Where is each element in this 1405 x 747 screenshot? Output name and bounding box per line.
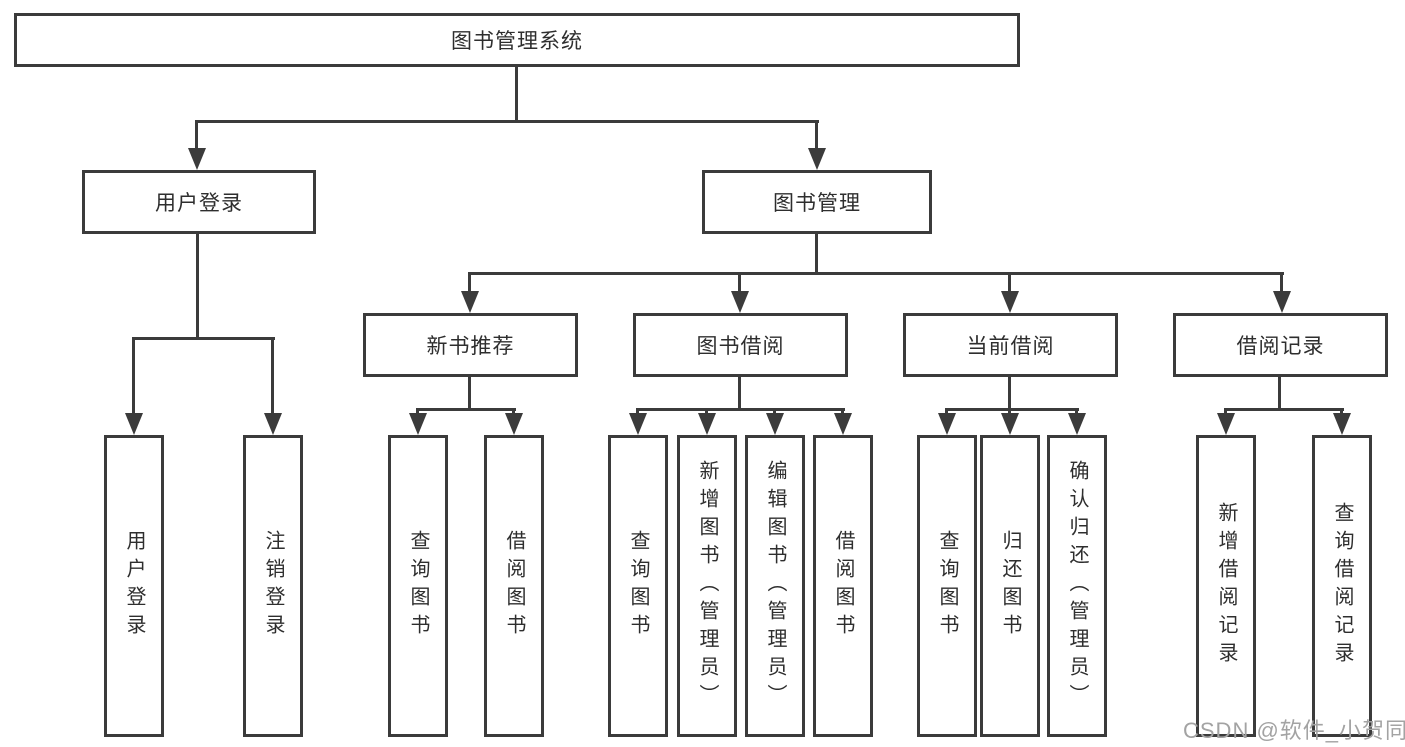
connector-line	[468, 272, 471, 291]
connector-line	[1008, 272, 1011, 291]
connector-line	[636, 408, 845, 411]
leaf-query-borrow-record: 查询借阅记录	[1312, 435, 1372, 737]
connector-line	[512, 408, 515, 414]
leaf-add-book-admin-label: 新增图书（管理员）	[696, 460, 718, 712]
connector-line	[1224, 408, 1227, 414]
leaf-return-book: 归还图书	[980, 435, 1040, 737]
leaf-query-borrow-record-label: 查询借阅记录	[1331, 502, 1353, 670]
leaf-user-login: 用户登录	[104, 435, 164, 737]
connector-line	[705, 408, 708, 414]
leaf-logout-login-label: 注销登录	[262, 530, 284, 642]
leaf-confirm-return-admin-label: 确认归还（管理员）	[1066, 460, 1088, 712]
leaf-query-book-recommend-label: 查询图书	[407, 530, 429, 642]
arrow-down-icon	[505, 413, 523, 435]
leaf-logout-login: 注销登录	[243, 435, 303, 737]
arrow-down-icon	[409, 413, 427, 435]
arrow-down-icon	[264, 413, 282, 435]
node-borrow-records-label: 借阅记录	[1236, 335, 1325, 358]
arrow-down-icon	[766, 413, 784, 435]
connector-line	[1340, 408, 1343, 414]
connector-line	[271, 337, 274, 413]
node-current-borrow: 当前借阅	[903, 313, 1118, 377]
leaf-confirm-return-admin: 确认归还（管理员）	[1047, 435, 1107, 737]
connector-line	[195, 120, 819, 123]
arrow-down-icon	[1273, 291, 1291, 313]
connector-line	[1008, 377, 1011, 408]
csdn-watermark: CSDN @软件_小贺同学	[1183, 718, 1405, 743]
node-book-management-label: 图书管理	[773, 192, 861, 215]
connector-line	[738, 377, 741, 408]
connector-line	[132, 337, 135, 413]
connector-line	[416, 408, 419, 414]
node-root-label: 图书管理系统	[451, 30, 583, 53]
connector-line	[841, 408, 844, 414]
connector-line	[815, 234, 818, 272]
arrow-down-icon	[461, 291, 479, 313]
connector-line	[1280, 272, 1283, 291]
connector-line	[468, 272, 1284, 275]
arrow-down-icon	[938, 413, 956, 435]
leaf-borrow-book: 借阅图书	[813, 435, 873, 737]
leaf-query-book-borrow-label: 查询图书	[627, 530, 649, 642]
connector-line	[196, 234, 199, 337]
arrow-down-icon	[629, 413, 647, 435]
leaf-add-book-admin: 新增图书（管理员）	[677, 435, 737, 737]
leaf-borrow-book-recommend-label: 借阅图书	[503, 530, 525, 642]
leaf-query-book-recommend: 查询图书	[388, 435, 448, 737]
connector-line	[1008, 408, 1011, 414]
arrow-down-icon	[698, 413, 716, 435]
connector-line	[773, 408, 776, 414]
leaf-query-book-current: 查询图书	[917, 435, 977, 737]
connector-line	[1224, 408, 1344, 411]
arrow-down-icon	[1068, 413, 1086, 435]
connector-line	[468, 377, 471, 408]
node-book-borrow: 图书借阅	[633, 313, 848, 377]
connector-line	[1075, 408, 1078, 414]
node-user-login: 用户登录	[82, 170, 316, 234]
leaf-borrow-book-recommend: 借阅图书	[484, 435, 544, 737]
node-root: 图书管理系统	[14, 13, 1020, 67]
connector-line	[738, 272, 741, 291]
leaf-edit-book-admin: 编辑图书（管理员）	[745, 435, 805, 737]
leaf-edit-book-admin-label: 编辑图书（管理员）	[764, 460, 786, 712]
node-new-book-recommend: 新书推荐	[363, 313, 578, 377]
leaf-add-borrow-record: 新增借阅记录	[1196, 435, 1256, 737]
connector-line	[416, 408, 516, 411]
leaf-query-book-current-label: 查询图书	[936, 530, 958, 642]
leaf-borrow-book-label: 借阅图书	[832, 530, 854, 642]
arrow-down-icon	[1001, 291, 1019, 313]
node-current-borrow-label: 当前借阅	[966, 335, 1055, 358]
node-book-borrow-label: 图书借阅	[696, 335, 785, 358]
arrow-down-icon	[1333, 413, 1351, 435]
leaf-add-borrow-record-label: 新增借阅记录	[1215, 502, 1237, 670]
node-new-book-recommend-label: 新书推荐	[426, 335, 515, 358]
connector-line	[132, 337, 275, 340]
node-user-login-label: 用户登录	[155, 192, 243, 215]
connector-line	[515, 67, 518, 120]
arrow-down-icon	[1217, 413, 1235, 435]
node-borrow-records: 借阅记录	[1173, 313, 1388, 377]
leaf-query-book-borrow: 查询图书	[608, 435, 668, 737]
connector-line	[195, 120, 198, 148]
node-book-management: 图书管理	[702, 170, 932, 234]
arrow-down-icon	[834, 413, 852, 435]
arrow-down-icon	[125, 413, 143, 435]
connector-line	[945, 408, 948, 414]
leaf-user-login-label: 用户登录	[123, 530, 145, 642]
connector-line	[815, 120, 818, 148]
connector-line	[636, 408, 639, 414]
connector-line	[1278, 377, 1281, 408]
arrow-down-icon	[808, 148, 826, 170]
leaf-return-book-label: 归还图书	[999, 530, 1021, 642]
connector-line	[945, 408, 1079, 411]
arrow-down-icon	[1001, 413, 1019, 435]
arrow-down-icon	[731, 291, 749, 313]
arrow-down-icon	[188, 148, 206, 170]
